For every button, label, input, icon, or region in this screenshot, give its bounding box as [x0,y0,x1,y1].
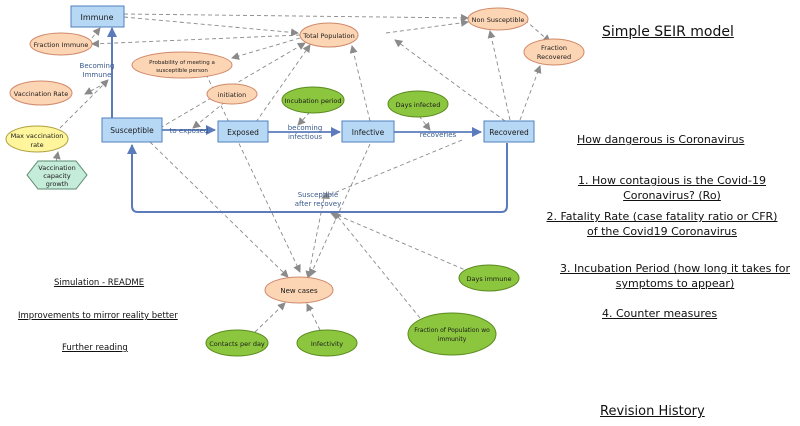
flow-becoming-infectious-line2: infectious [288,133,322,141]
stock-susceptible[interactable]: Susceptible [101,117,163,143]
flow-susceptible-after-recovery-line2: after recovey [295,200,342,208]
variable-initiation-label: initiation [218,91,247,99]
flow-becoming-immune: Becoming [80,62,115,70]
variable-probability-label: Probability of meeting a [149,60,215,66]
stock-exposed[interactable]: Exposed [217,120,269,143]
stock-immune-label: Immune [80,13,113,22]
variable-new-cases[interactable]: New cases [264,276,334,304]
variable-non-susceptible[interactable]: Non Susceptible [467,7,529,31]
parameter-contacts-label: Contacts per day [209,340,265,348]
how-dangerous-link[interactable]: How dangerous is Coronavirus [577,133,745,146]
stock-recovered-label: Recovered [489,128,529,137]
flow-becoming-immune-line2: Immune [83,71,112,79]
parameter-days-infected-label: Days infected [396,101,441,109]
variable-probability-label-2: susceptible person [156,68,208,74]
question-1-link[interactable]: 1. How contagious is the Covid-19 Corona… [577,174,766,202]
variable-fraction-immune[interactable]: Fraction Immune [29,32,93,56]
parameter-days-immune[interactable]: Days immune [458,264,520,292]
converter-max-vaccination-label-2: rate [30,141,43,149]
stock-exposed-label: Exposed [227,128,259,137]
flow-recoveries: recoveries [420,131,457,139]
variable-initiation[interactable]: initiation [206,83,258,105]
stock-infective[interactable]: Infective [341,120,395,143]
question-3-link[interactable]: 3. Incubation Period (how long it takes … [559,262,791,290]
variable-fraction-recovered-label-2: Recovered [537,53,571,61]
question-4-link[interactable]: 4. Counter measures [602,307,718,320]
question-2-link[interactable]: 2. Fatality Rate (case fatality ratio or… [546,210,778,238]
improvements-link[interactable]: Improvements to mirror reality better [18,311,178,321]
converter-capacity-label: Vaccination [38,164,75,172]
flow-to-exposed: to exposed [170,127,209,135]
variable-non-susceptible-label: Non Susceptible [472,16,525,24]
influence-links [52,13,551,333]
flow-labels: Becoming Immune to exposed becoming infe… [80,62,457,208]
flow-susceptible-after-recovery: Susceptible [298,191,339,199]
parameter-days-infected[interactable]: Days infected [387,90,449,118]
variable-fraction-recovered[interactable]: Fraction Recovered [523,38,585,66]
stock-recovered[interactable]: Recovered [483,120,535,143]
stock-immune[interactable]: Immune [70,5,125,28]
converter-capacity-label-3: growth [46,180,69,188]
parameter-infectivity[interactable]: Infectivity [296,329,358,357]
parameter-infectivity-label: Infectivity [311,340,343,348]
stock-susceptible-label: Susceptible [110,126,154,135]
parameter-incubation-label: Incubation period [284,97,341,105]
converter-max-vaccination-label: Max vaccination [11,132,64,140]
parameter-contacts-per-day[interactable]: Contacts per day [205,329,269,357]
stock-infective-label: Infective [352,128,385,137]
variable-fraction-immune-label: Fraction Immune [34,41,89,49]
further-reading-link[interactable]: Further reading [62,343,128,353]
parameter-fraction-population-label: Fraction of Population wo [414,327,490,334]
variable-vaccination-rate-label: Vaccination Rate [14,90,68,98]
flow-becoming-infectious: becoming [288,124,323,132]
variable-total-population[interactable]: Total Population [299,22,359,48]
parameter-fraction-population-label-2: immunity [438,336,467,343]
variable-total-population-label: Total Population [302,32,354,40]
variable-vaccination-rate[interactable]: Vaccination Rate [9,80,73,106]
parameter-incubation-period[interactable]: Incubation period [281,86,345,114]
parameter-fraction-population-immunity[interactable]: Fraction of Population wo immunity [407,312,497,356]
converter-max-vaccination-rate[interactable]: Max vaccination rate [5,125,69,153]
variable-probability-meeting-susceptible[interactable]: Probability of meeting a susceptible per… [131,51,233,79]
variable-new-cases-label: New cases [280,287,318,295]
variable-fraction-recovered-label: Fraction [541,44,567,52]
converter-vaccination-capacity-growth[interactable]: Vaccination capacity growth [26,160,88,190]
model-title-link[interactable]: Simple SEIR model [602,24,734,40]
revision-history-link[interactable]: Revision History [600,404,705,419]
converter-capacity-label-2: capacity [43,172,71,180]
simulation-readme-link[interactable]: Simulation - README [54,278,145,288]
parameter-days-immune-label: Days immune [467,275,512,283]
flow-pipes [107,27,508,213]
